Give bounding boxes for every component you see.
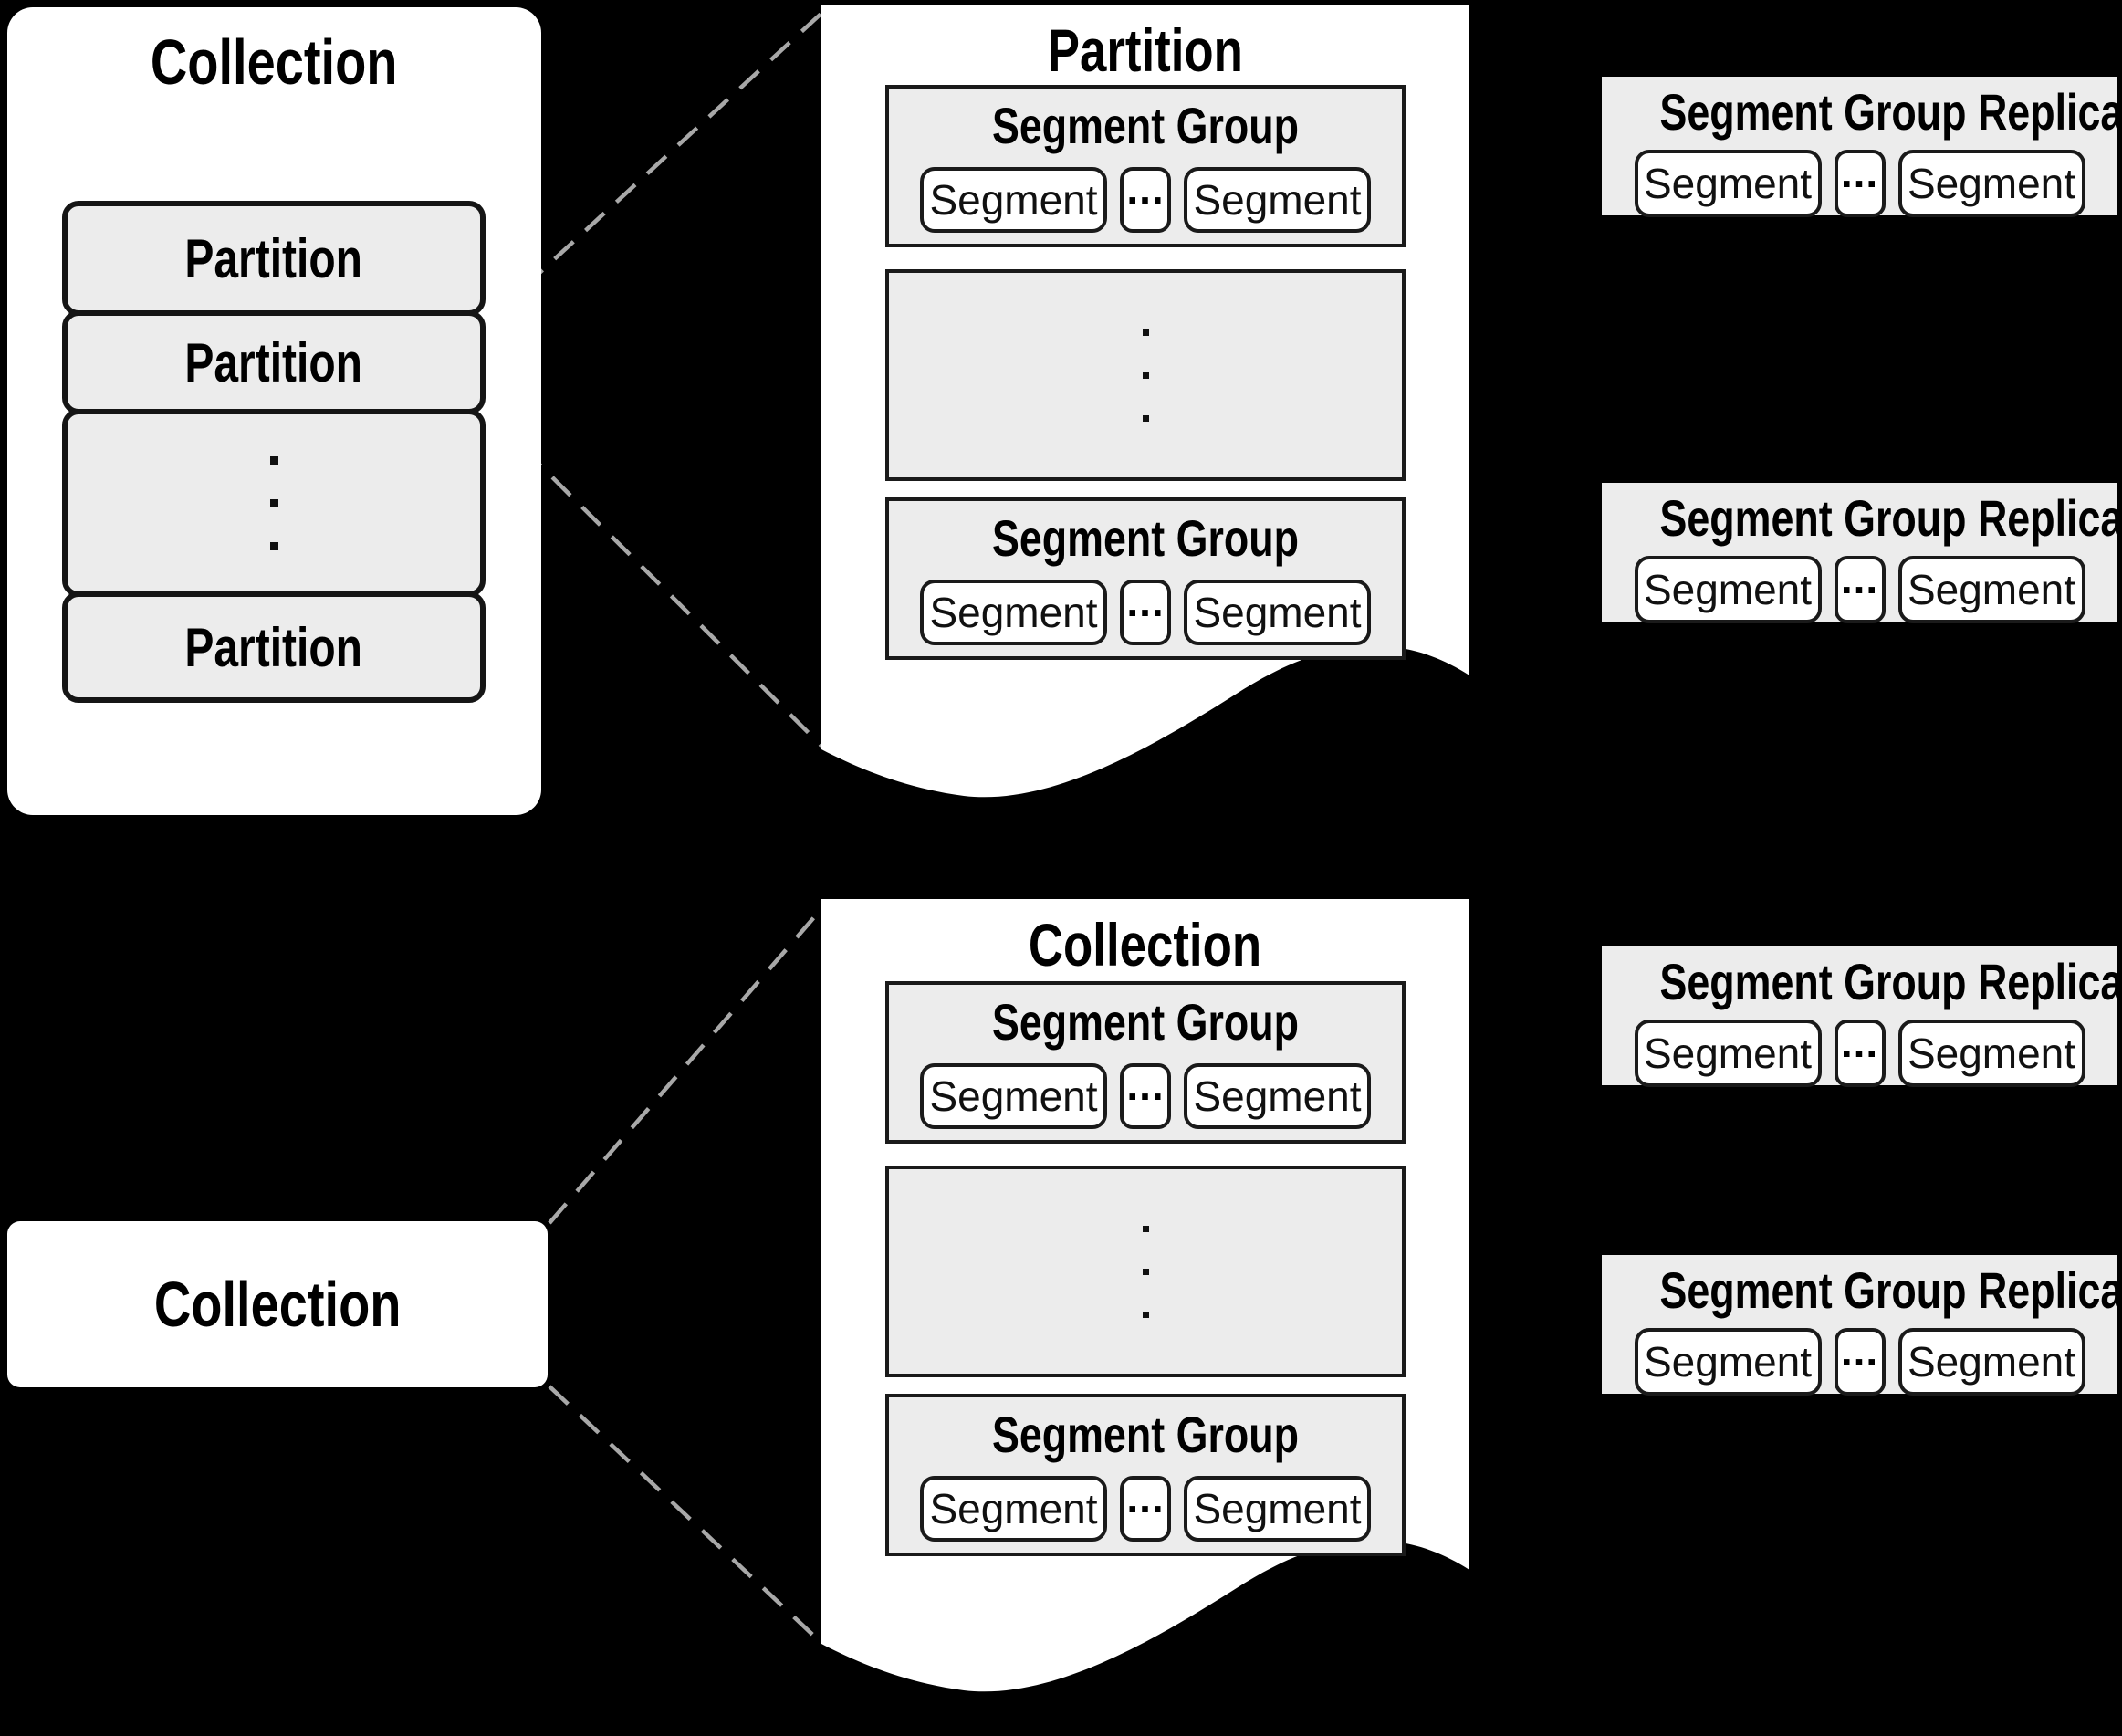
partition-paper: Partition Segment Group Segment ... Segm… <box>821 5 1469 808</box>
dashed-line-collection-to-paper-bottom <box>548 1385 823 1645</box>
segment-box: Segment <box>1634 149 1822 217</box>
segment-group-box: Segment Group Segment ... Segment <box>885 981 1406 1144</box>
segment-box: Segment <box>1634 1019 1822 1087</box>
segment-group-title: Segment Group <box>991 1406 1300 1463</box>
segment-row: Segment ... Segment <box>889 165 1402 233</box>
segment-box: Segment <box>1184 1062 1371 1129</box>
replica-title: Segment Group Replica <box>1659 489 2122 547</box>
segment-box: Segment <box>1634 555 1822 623</box>
horizontal-ellipsis-box: ... <box>1120 1061 1171 1129</box>
horizontal-ellipsis-box: ... <box>1834 1327 1886 1396</box>
horizontal-ellipsis-box: ... <box>1120 165 1171 233</box>
segment-group-box: Segment Group Segment ... Segment <box>885 1394 1406 1556</box>
collection-panel: Collection Partition Partition Partition <box>7 7 541 815</box>
horizontal-ellipsis-box: ... <box>1120 578 1171 645</box>
horizontal-ellipsis-box: ... <box>1834 555 1886 623</box>
vertical-ellipsis-icon <box>885 269 1406 481</box>
partition-box-3: Partition <box>62 591 486 703</box>
segment-group-box: Segment Group Segment ... Segment <box>885 497 1406 660</box>
dashed-line-collection-to-paper-top <box>548 902 828 1225</box>
segment-group-title: Segment Group <box>991 97 1300 154</box>
partition-box-1: Partition <box>62 201 486 316</box>
segment-box: Segment <box>1634 1327 1822 1396</box>
segment-group-replica-card: Segment Group Replica Segment ... Segmen… <box>1602 946 2122 1087</box>
collection-label-box: Collection <box>7 1221 548 1387</box>
segment-row: Segment ... Segment <box>889 1061 1402 1129</box>
segment-group-replica-card: Segment Group Replica Segment ... Segmen… <box>1602 1255 2122 1396</box>
segment-row: Segment ... Segment <box>1602 555 2117 623</box>
vertical-ellipsis-icon <box>885 1166 1406 1377</box>
segment-box: Segment <box>1897 1019 2085 1087</box>
segment-box: Segment <box>920 1475 1107 1542</box>
horizontal-ellipsis-box: ... <box>1834 149 1886 217</box>
segment-box: Segment <box>1184 166 1371 233</box>
dashed-line-partition-to-paper-bottom <box>491 416 823 748</box>
segment-box: Segment <box>1897 149 2085 217</box>
segment-group-box: Segment Group Segment ... Segment <box>885 85 1406 247</box>
segment-box: Segment <box>920 579 1107 645</box>
replica-title: Segment Group Replica <box>1659 1261 2122 1319</box>
segment-box: Segment <box>920 166 1107 233</box>
segment-box: Segment <box>1184 579 1371 645</box>
segment-row: Segment ... Segment <box>1602 1327 2117 1396</box>
horizontal-ellipsis-box: ... <box>1120 1474 1171 1542</box>
collection-paper: Collection Segment Group Segment ... Seg… <box>821 899 1469 1702</box>
segment-row: Segment ... Segment <box>889 1474 1402 1542</box>
segment-box: Segment <box>1897 1327 2085 1396</box>
segment-box: Segment <box>1897 555 2085 623</box>
horizontal-ellipsis-box: ... <box>1834 1019 1886 1087</box>
dashed-line-partition-to-paper-top <box>491 7 828 318</box>
replica-title: Segment Group Replica <box>1659 953 2122 1010</box>
segment-box: Segment <box>1184 1475 1371 1542</box>
segment-group-replica-card: Segment Group Replica Segment ... Segmen… <box>1602 483 2122 623</box>
replica-title: Segment Group Replica <box>1659 83 2122 141</box>
partition-box-2: Partition <box>62 310 486 414</box>
vertical-ellipsis-icon <box>62 409 486 597</box>
collection-paper-title: Collection <box>1029 911 1262 978</box>
segment-row: Segment ... Segment <box>1602 1019 2117 1087</box>
partition-paper-title: Partition <box>1047 16 1244 84</box>
segment-box: Segment <box>920 1062 1107 1129</box>
segment-row: Segment ... Segment <box>1602 149 2117 217</box>
segment-group-title: Segment Group <box>991 509 1300 567</box>
segment-row: Segment ... Segment <box>889 578 1402 645</box>
partition-stack: Partition Partition Partition <box>62 201 486 703</box>
segment-group-title: Segment Group <box>991 993 1300 1051</box>
segment-group-replica-card: Segment Group Replica Segment ... Segmen… <box>1602 77 2122 217</box>
collection-panel-title: Collection <box>151 26 398 98</box>
